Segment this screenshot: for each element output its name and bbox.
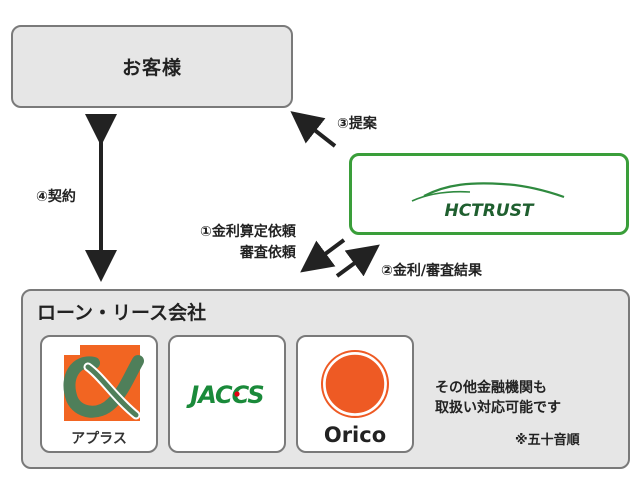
customer-label: お客様 <box>121 57 182 79</box>
proposal-label: ③提案 <box>337 116 377 132</box>
loan-lease-company-box: ローン・リース会社 アプラス JACCS Orico その他金融機関も 取扱い対… <box>21 289 630 469</box>
alphabetical-footnote: ※五十音順 <box>515 433 580 448</box>
hctrust-box: HCTRUST <box>349 153 629 235</box>
customer-box: お客様 <box>11 25 293 108</box>
jaccs-logo-text: JACCS <box>186 381 263 409</box>
other-institutions-note: その他金融機関も 取扱い対応可能です <box>435 378 561 418</box>
hctrust-logo: HCTRUST <box>411 182 565 221</box>
result-label: ②金利/審査結果 <box>381 263 482 279</box>
jaccs-logo-card: JACCS <box>168 335 286 453</box>
aplus-logo: アプラス <box>63 345 144 447</box>
request-label: ①金利算定依頼 審査依頼 <box>200 222 296 264</box>
proposal-arrow <box>290 111 337 148</box>
other-institutions-line-1: その他金融機関も <box>435 380 547 396</box>
request-label-line-1: ①金利算定依頼 <box>200 224 296 240</box>
request-arrow <box>300 238 346 273</box>
contract-label: ④契約 <box>36 189 76 205</box>
other-institutions-line-2: 取扱い対応可能です <box>435 400 561 416</box>
jaccs-red-dot <box>234 391 240 397</box>
aplus-logo-card: アプラス <box>40 335 158 453</box>
orico-logo-card: Orico <box>296 335 414 453</box>
orico-logo: Orico <box>321 350 389 447</box>
company-title: ローン・リース会社 <box>37 302 207 324</box>
jaccs-logo: JACCS <box>186 381 264 409</box>
hctrust-logo-text: HCTRUST <box>444 201 534 221</box>
result-arrow <box>335 244 380 278</box>
aplus-caption: アプラス <box>71 431 127 447</box>
request-label-line-2: 審査依頼 <box>239 245 296 261</box>
orico-logo-text: Orico <box>324 423 386 447</box>
